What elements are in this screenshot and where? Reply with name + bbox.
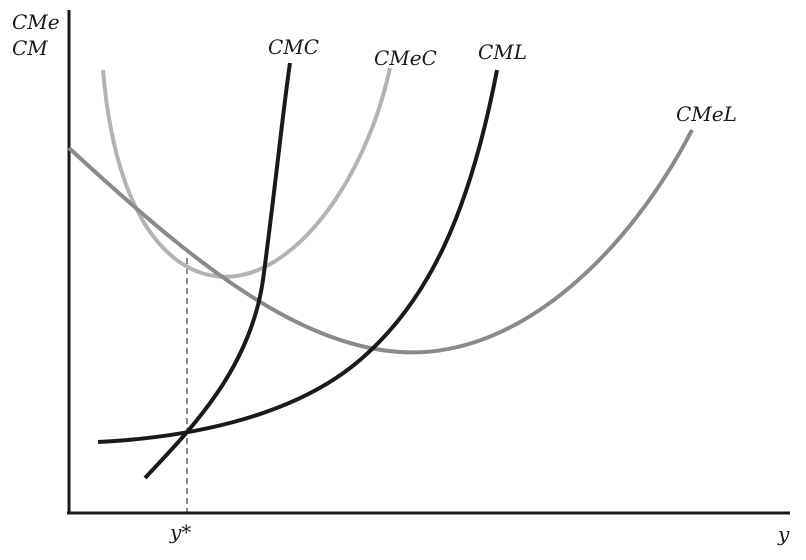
cmel-curve [67,129,694,355]
cmc-curve [143,62,292,480]
y-star-label: y* [170,520,192,544]
x-axis-label: y [778,522,790,546]
cml-curve [97,69,499,444]
cml-label: CML [478,40,528,64]
y-axis-label-cm: CM [12,36,48,60]
cmec-label: CMeC [374,46,437,70]
y-axis-label-cme: CMe [12,10,60,34]
cmc-label: CMC [268,35,320,59]
cmec-curve [101,67,392,279]
cmel-label: CMeL [676,102,737,126]
